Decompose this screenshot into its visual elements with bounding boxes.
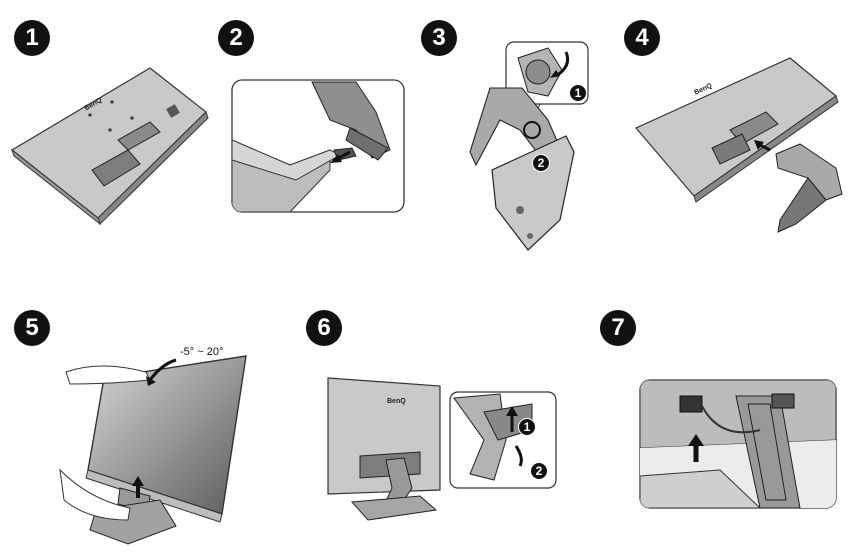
step-5-badge: 5 [14, 310, 50, 346]
step-3-callout-2: 2 [532, 154, 550, 172]
step-2-badge: 2 [218, 20, 254, 56]
step-3-callout-1: 1 [569, 84, 587, 102]
step-7-badge: 7 [600, 310, 636, 346]
step-6-callout-1: 1 [518, 418, 536, 436]
step-5-tilt-angle-label: -5° ~ 20° [180, 346, 224, 358]
step-6-badge: 6 [306, 310, 342, 346]
step-6-callout-2: 2 [530, 462, 548, 480]
step-6-brand-logo: BenQ [387, 398, 406, 405]
step-1-badge: 1 [14, 20, 50, 56]
step-4-badge: 4 [624, 20, 660, 56]
monitor-back-lying [10, 67, 209, 226]
step-3-badge: 3 [421, 20, 457, 56]
